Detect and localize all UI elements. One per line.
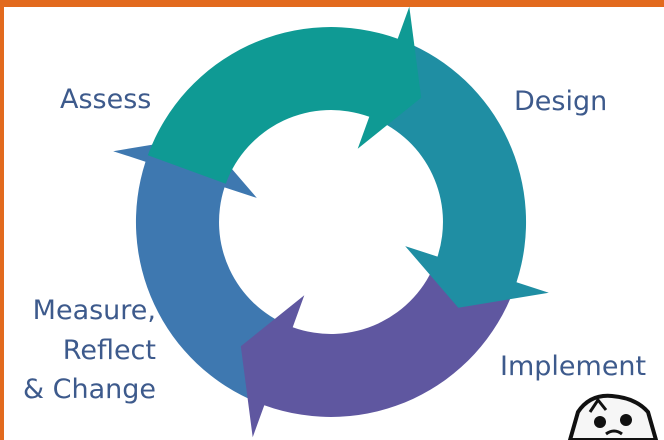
- stage-label-measure-reflect-change: Measure, Reflect & Change: [22, 295, 156, 406]
- stage-label-implement: Implement: [500, 351, 647, 382]
- design-arrow: [373, 41, 549, 308]
- frame-top-border: [0, 0, 664, 7]
- measure-arrow: [113, 136, 289, 403]
- frame-left-border: [0, 0, 4, 440]
- assess-arrow: [147, 6, 422, 184]
- stage-label-assess: Assess: [60, 84, 152, 115]
- implement-arrow: [240, 260, 515, 438]
- mascot-icon: [567, 393, 659, 440]
- stage-label-design: Design: [514, 86, 608, 117]
